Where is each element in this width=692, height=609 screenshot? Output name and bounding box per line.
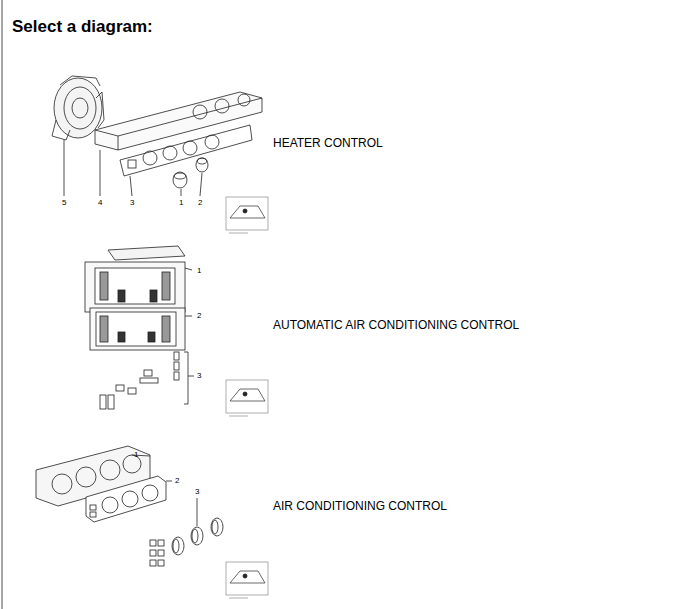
callout-number: 2: [198, 199, 202, 207]
car-thumbnail: [226, 197, 268, 233]
callout-number: 1: [134, 451, 138, 459]
callout-number: 4: [98, 199, 102, 207]
callout-number: 1: [179, 199, 183, 207]
callout-number: 5: [62, 199, 66, 207]
auto-ac-control-drawing: [85, 246, 268, 416]
car-thumbnail: [226, 562, 268, 598]
callout-number: 3: [195, 488, 199, 496]
callout-number: 2: [175, 477, 179, 485]
callout-number: 2: [197, 312, 201, 320]
callout-number: 3: [197, 372, 201, 380]
diagram-heading: HEATER CONTROL: [273, 137, 383, 149]
bracket: [184, 352, 188, 404]
diagram-heading: AUTOMATIC AIR CONDITIONING CONTROL: [273, 319, 519, 331]
callout-number: 3: [130, 199, 134, 207]
page-title: Select a diagram:: [12, 18, 153, 35]
heater-control-drawing: [52, 76, 268, 233]
car-thumbnail: [226, 380, 268, 416]
page-border: [1, 0, 3, 609]
ac-control-drawing: [36, 446, 268, 598]
callout-number: 1: [197, 267, 201, 275]
diagram-heading: AIR CONDITIONING CONTROL: [273, 500, 447, 512]
